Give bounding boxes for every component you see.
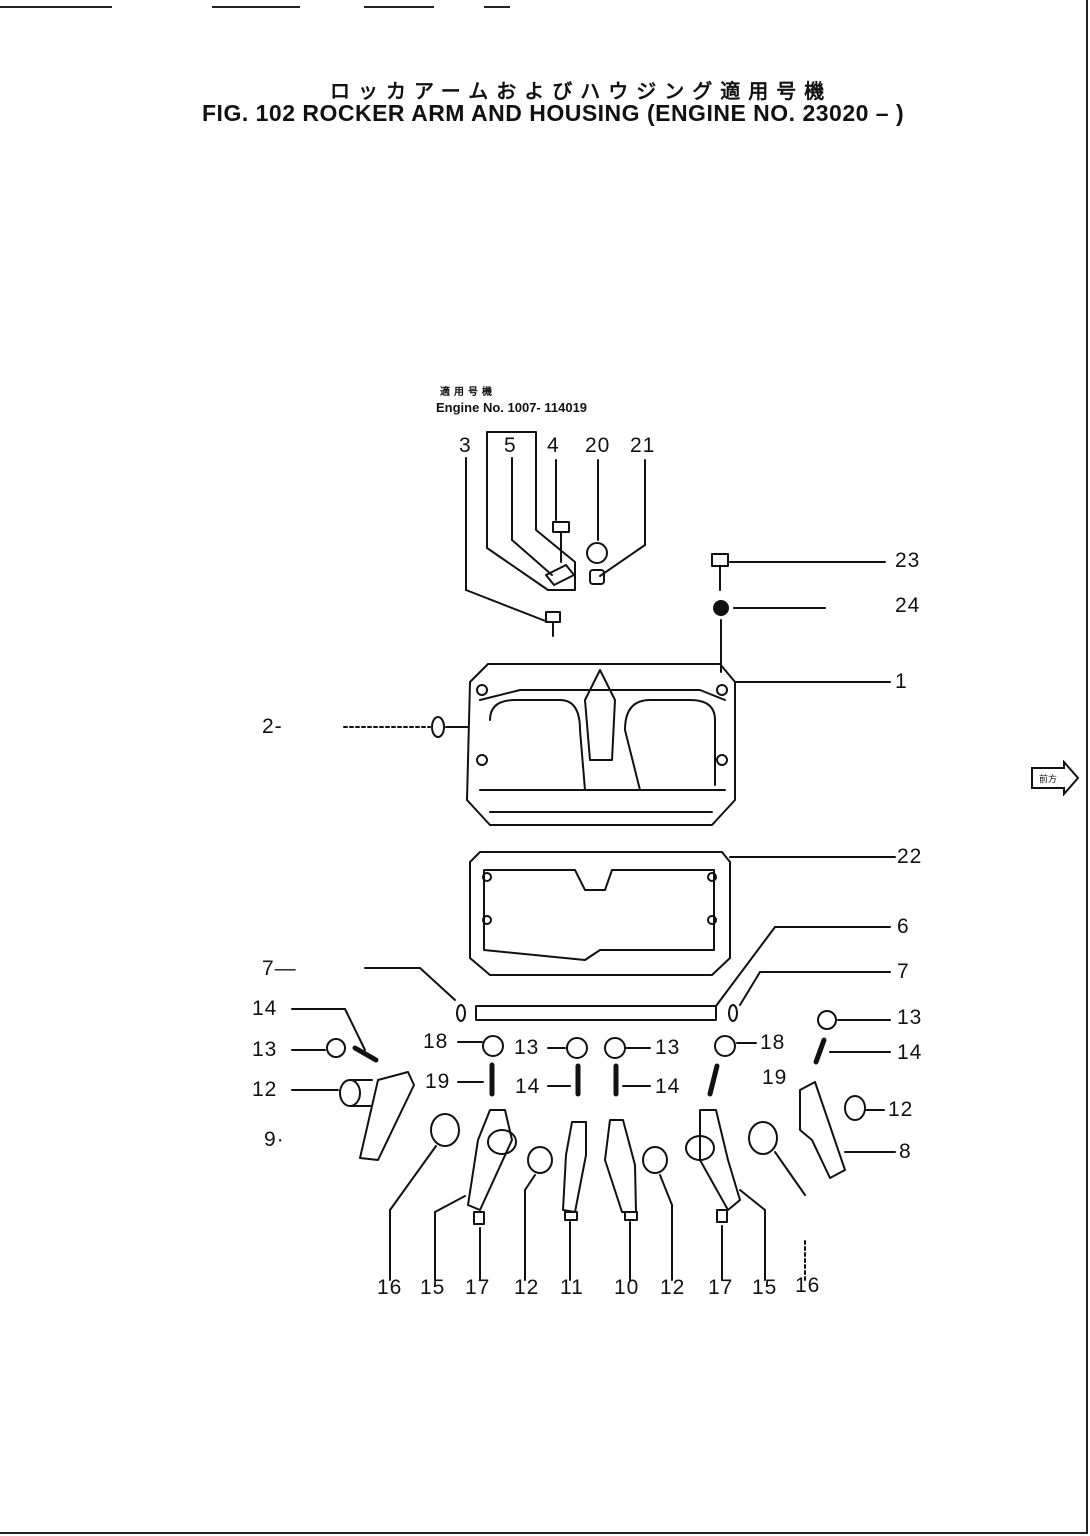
title-japanese: ロッカアームおよびハウジング適用号機	[330, 79, 833, 103]
part-label-15-bottom-right: 15	[752, 1276, 778, 1299]
part-label-24: 24	[895, 594, 921, 617]
nut-13	[817, 1010, 837, 1030]
spring-14	[352, 1045, 379, 1063]
part-label-12-left: 12	[252, 1078, 278, 1101]
bolt-4	[552, 521, 570, 533]
rocker-arm-11	[562, 1121, 587, 1213]
part-label-1: 1	[895, 670, 908, 693]
nut-13	[326, 1038, 346, 1058]
bushing-12-center	[527, 1146, 553, 1174]
part-label-14-mid-right: 14	[655, 1075, 681, 1098]
nut-21	[589, 569, 605, 585]
part-label-18-right: 18	[760, 1031, 786, 1054]
cap-20	[586, 542, 608, 564]
bushing-16-left	[430, 1113, 460, 1147]
rocker-arm-8	[799, 1081, 846, 1179]
part-label-17-bottom-left: 17	[465, 1276, 491, 1299]
part-label-12-right: 12	[888, 1098, 914, 1121]
plug-7-right	[728, 1004, 738, 1022]
bolt-3	[545, 611, 561, 623]
applicability-note: Engine No. 1007- 114019	[436, 400, 588, 415]
screw-19	[707, 1063, 720, 1097]
part-label-8: 8	[899, 1140, 912, 1163]
part-label-11: 11	[560, 1276, 584, 1299]
part-label-19-right: 19	[762, 1066, 788, 1089]
screw-17-right	[716, 1209, 728, 1223]
part-label-20: 20	[585, 434, 611, 457]
washer-24	[713, 600, 729, 616]
part-label-16-bottom-left: 16	[377, 1276, 403, 1299]
oring-2	[431, 716, 445, 738]
part-label-6: 6	[897, 915, 910, 938]
part-label-22: 22	[897, 845, 923, 868]
part-label-13-right: 13	[897, 1006, 923, 1029]
part-label-12-bottom-left: 12	[514, 1276, 540, 1299]
part-label-18-left: 18	[423, 1030, 449, 1053]
part-label-13-mid-left: 13	[514, 1036, 540, 1059]
part-label-19-left: 19	[425, 1070, 451, 1093]
next-page-label: 前方	[1039, 773, 1057, 785]
gasket-22	[469, 851, 731, 976]
part-label-14-left: 14	[252, 997, 278, 1020]
rocker-arm-15-right	[699, 1109, 741, 1211]
part-label-14-right: 14	[897, 1041, 923, 1064]
screw-17-left	[473, 1211, 485, 1225]
part-label-10: 10	[614, 1276, 640, 1299]
part-label-21: 21	[630, 434, 656, 457]
part-label-5: 5	[504, 434, 517, 457]
bushing-12	[339, 1079, 361, 1107]
rocker-shaft-6	[475, 1005, 717, 1021]
part-label-2: 2-	[262, 715, 283, 738]
part-label-3: 3	[459, 434, 472, 457]
spring-14	[813, 1037, 827, 1065]
top-rule	[364, 6, 434, 8]
rocker-arm-15-left	[467, 1109, 513, 1211]
top-rule	[484, 6, 510, 8]
part-label-7-left: 7—	[262, 957, 297, 980]
part-label-17-bottom-right: 17	[708, 1276, 734, 1299]
top-rule	[212, 6, 300, 8]
part-label-23: 23	[895, 549, 921, 572]
plug-7-left	[456, 1004, 466, 1022]
figure-title: FIG. 102 ROCKER ARM AND HOUSING (ENGINE …	[202, 100, 905, 126]
bolt-23	[711, 553, 729, 567]
nut-13	[566, 1037, 588, 1059]
part-label-13-mid-right: 13	[655, 1036, 681, 1059]
next-page-arrow-icon[interactable]: 前方	[1030, 759, 1080, 797]
nut-18	[482, 1035, 504, 1057]
applicability-note-japanese: 適用号機	[440, 387, 496, 398]
rocker-arm-10	[604, 1119, 637, 1213]
part-label-13-left: 13	[252, 1038, 278, 1061]
bushing-12	[844, 1095, 866, 1121]
bushing-12-center-right	[642, 1146, 668, 1174]
part-label-12-bottom-right: 12	[660, 1276, 686, 1299]
part-label-9: 9·	[264, 1128, 285, 1151]
part-label-14-mid-left: 14	[515, 1075, 541, 1098]
rocker-arm-9	[359, 1071, 415, 1161]
bushing-16-right	[748, 1121, 778, 1155]
part-label-7-right: 7	[897, 960, 910, 983]
part-label-4: 4	[547, 434, 560, 457]
part-label-16-bottom-right: 16	[795, 1274, 821, 1297]
nut-18	[714, 1035, 736, 1057]
rocker-housing-1	[466, 663, 736, 826]
part-label-15-bottom-left: 15	[420, 1276, 446, 1299]
nut-13	[604, 1037, 626, 1059]
group-bracket	[486, 431, 576, 591]
top-rule	[0, 6, 112, 8]
